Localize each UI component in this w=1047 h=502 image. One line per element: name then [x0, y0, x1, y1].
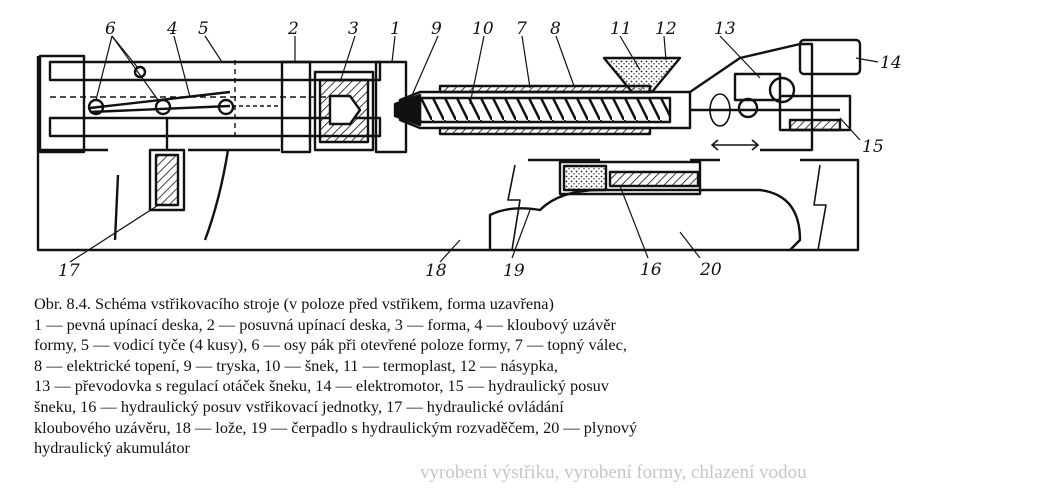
- caption-line: 8 — elektrické topení, 9 — tryska, 10 — …: [34, 355, 558, 375]
- callout-9: 9: [431, 19, 442, 39]
- figure-caption: Obr. 8.4. Schéma vstřikovacího stroje (v…: [34, 294, 1024, 459]
- callout-10: 10: [472, 19, 494, 39]
- callout-16: 16: [640, 260, 662, 280]
- caption-line: 13 — převodovka s regulací otáček šneku,…: [34, 376, 609, 396]
- callout-8: 8: [550, 19, 561, 39]
- caption-title: Obr. 8.4. Schéma vstřikovacího stroje (v…: [34, 294, 554, 313]
- callout-2: 2: [287, 19, 299, 39]
- injection-unit-cylinder: [558, 160, 702, 196]
- callout-7: 7: [516, 19, 527, 39]
- callout-19: 19: [503, 261, 525, 281]
- callout-6: 6: [105, 19, 116, 39]
- mould: [313, 70, 375, 152]
- callout-18: 18: [425, 261, 447, 281]
- callout-5: 5: [198, 19, 209, 39]
- end-plate: [38, 54, 86, 154]
- gearbox: [689, 42, 814, 152]
- caption-line: šneku, 16 — hydraulický posuv vstřikovac…: [34, 396, 564, 416]
- callout-12: 12: [655, 19, 677, 39]
- injection-barrel: [393, 84, 692, 136]
- machine-diagram: 6 4 5 2 3 1 9 10 7 8 11 12 13 14 15 16 1…: [36, 19, 902, 281]
- toggle-clamp: [87, 65, 282, 116]
- callout-3: 3: [348, 19, 359, 39]
- caption-line: 1 — pevná upínací deska, 2 — posuvná upí…: [34, 314, 616, 334]
- caption-line: formy, 5 — vodicí tyče (4 kusy), 6 — osy…: [34, 335, 627, 355]
- callout-14: 14: [880, 53, 902, 73]
- callout-11: 11: [610, 19, 632, 39]
- callout-13: 13: [714, 19, 736, 39]
- electromotor: [798, 38, 862, 76]
- moving-platen: [280, 60, 312, 154]
- callout-15: 15: [862, 137, 884, 157]
- travel-arrow: [711, 139, 759, 151]
- callout-4: 4: [166, 19, 178, 39]
- caption-line: kloubového uzávěru, 18 — lože, 19 — čerp…: [34, 417, 638, 437]
- bleed-through-text: vyrobení výstřiku, vyrobení formy, chlaz…: [420, 462, 807, 483]
- callout-20: 20: [699, 260, 722, 280]
- callout-17: 17: [58, 261, 80, 281]
- callout-1: 1: [390, 19, 401, 39]
- leader-lines: [69, 35, 879, 263]
- caption-line: hydraulický akumulátor: [34, 438, 190, 458]
- screw-drive-cylinder: [778, 94, 852, 132]
- toggle-cylinder: [148, 118, 186, 212]
- hopper: [602, 56, 682, 94]
